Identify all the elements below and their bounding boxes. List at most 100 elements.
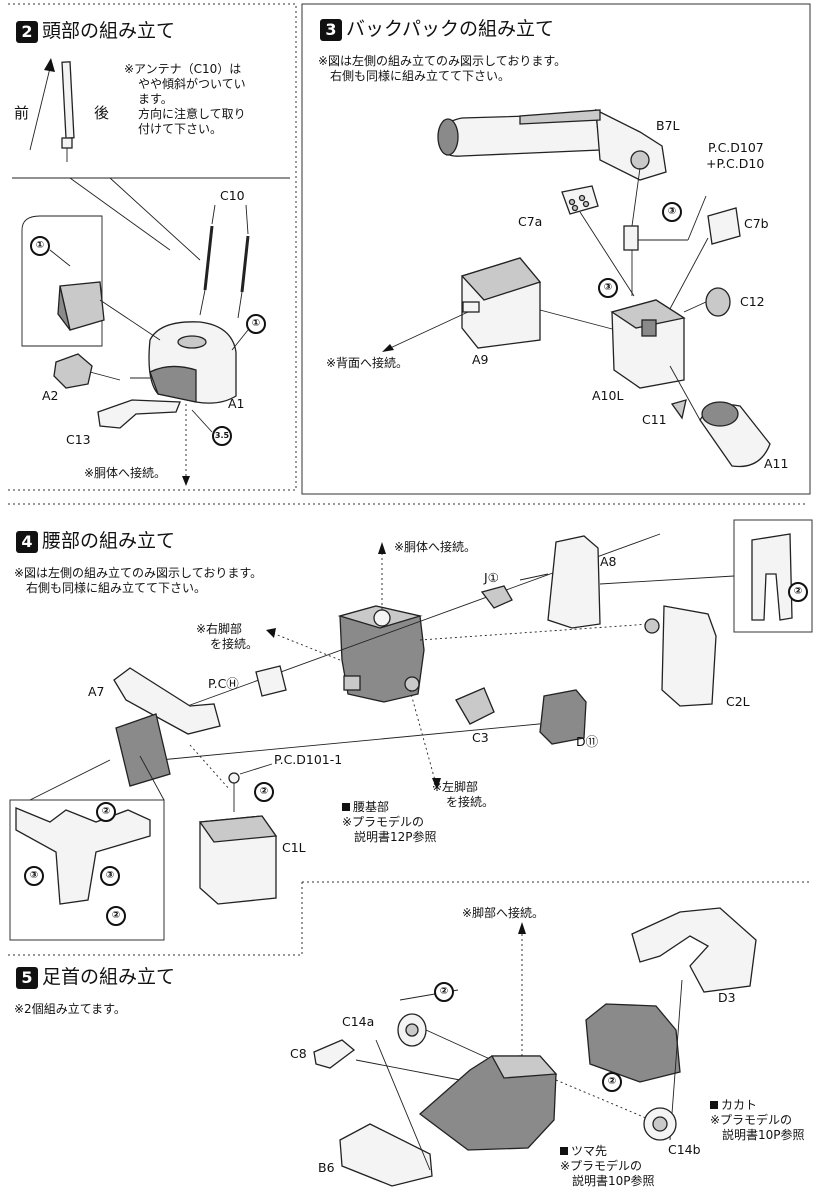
section-number-badge: 3 xyxy=(320,18,342,41)
part-label-d11: D⑪ xyxy=(576,734,599,749)
part-label-c3: C3 xyxy=(472,730,489,745)
ankle-diagram xyxy=(313,907,757,1187)
step-mark-2: ② xyxy=(96,802,116,822)
part-label-a10l: A10L xyxy=(592,388,624,403)
part-label-pcd101: P.C.D101-1 xyxy=(274,752,343,767)
section-number-badge: 2 xyxy=(16,20,38,43)
left-leg-note: ※左脚部 を接続。 xyxy=(432,780,494,810)
backpack-note-line: ※図は左側の組み立てのみ図示しております。 xyxy=(318,54,567,68)
head-note: ※アンテナ（C10）は やや傾斜がついてい ます。 方向に注意して取り 付けて下… xyxy=(124,62,246,137)
right-leg-note-line: を接続。 xyxy=(210,637,259,651)
step-mark-3-5: 3.5 xyxy=(212,426,232,446)
back-label: 後 xyxy=(94,104,110,122)
part-label-a7: A7 xyxy=(88,684,105,699)
head-diagram xyxy=(12,58,290,486)
step-mark-3: ③ xyxy=(24,866,44,886)
waist-base-name-text: 腰基部 xyxy=(353,800,390,814)
tsumasaki-ref: 説明書10P参照 xyxy=(572,1174,655,1188)
backpack-note-line: 右側も同様に組み立てて下さい。 xyxy=(330,69,511,83)
step-mark-2: ② xyxy=(602,1072,622,1092)
ankle-note: ※2個組み立てます。 xyxy=(14,1002,126,1016)
square-marker-icon xyxy=(342,803,350,811)
head-note-line: 方向に注意して取り xyxy=(138,107,246,121)
waist-inset2-frame xyxy=(9,799,165,941)
step-mark-3: ③ xyxy=(662,202,682,222)
backpack-note: ※図は左側の組み立てのみ図示しております。 右側も同様に組み立てて下さい。 xyxy=(318,54,566,84)
part-label-c1l: C1L xyxy=(282,840,306,855)
waist-base-name: 腰基部 xyxy=(342,800,437,815)
part-label-c14a: C14a xyxy=(342,1014,375,1029)
backpack-panel-frame xyxy=(301,3,811,495)
part-label-c12: C12 xyxy=(740,294,765,309)
part-label-a8: A8 xyxy=(600,554,617,569)
left-leg-note-line: を接続。 xyxy=(446,795,495,809)
kakato-name-text: カカト xyxy=(721,1098,758,1112)
waist-base-label: 腰基部 ※プラモデルの 説明書12P参照 xyxy=(342,800,437,845)
waist-note-line: 右側も同様に組み立てて下さい。 xyxy=(26,581,207,595)
section-number-badge: 4 xyxy=(16,530,38,553)
waist-title-text: 腰部の組み立て xyxy=(42,530,176,552)
step-mark-2: ② xyxy=(434,982,454,1002)
head-connect-note: ※胴体へ接続。 xyxy=(84,466,167,480)
tsumasaki-label: ツマ先 ※プラモデルの 説明書10P参照 xyxy=(560,1144,655,1189)
part-label-b6: B6 xyxy=(318,1160,335,1175)
kakato-name: カカト xyxy=(710,1098,805,1113)
part-label-c13: C13 xyxy=(66,432,91,447)
part-label-c14b: C14b xyxy=(668,1142,701,1157)
step-mark-2: ② xyxy=(106,906,126,926)
ankle-leg-note: ※脚部へ接続。 xyxy=(462,906,545,920)
part-label-j1: J① xyxy=(484,570,499,585)
waist-note-line: ※図は左側の組み立てのみ図示しております。 xyxy=(14,566,263,580)
section-number-badge: 5 xyxy=(16,966,38,989)
waist-diagram xyxy=(15,533,793,905)
front-label: 前 xyxy=(14,104,30,122)
waist-torso-note: ※胴体へ接続。 xyxy=(394,540,477,554)
part-label-c8: C8 xyxy=(290,1046,307,1061)
square-marker-icon xyxy=(710,1101,718,1109)
head-note-line: やや傾斜がついてい xyxy=(138,77,246,91)
right-leg-note: ※右脚部 を接続。 xyxy=(196,622,258,652)
tsumasaki-name: ツマ先 xyxy=(560,1144,655,1159)
step-mark-1: ① xyxy=(30,236,50,256)
part-label-c2l: C2L xyxy=(726,694,750,709)
step-mark-2: ② xyxy=(788,582,808,602)
part-label-a11: A11 xyxy=(764,456,789,471)
kakato-ref: ※プラモデルの xyxy=(710,1113,793,1127)
backpack-connect-note: ※背面へ接続。 xyxy=(326,356,409,370)
step-mark-3: ③ xyxy=(100,866,120,886)
part-label-pcd10: +P.C.D10 xyxy=(706,156,765,171)
waist-note: ※図は左側の組み立てのみ図示しております。 右側も同様に組み立てて下さい。 xyxy=(14,566,262,596)
head-title-text: 頭部の組み立て xyxy=(42,20,176,42)
head-note-line: ます。 xyxy=(138,92,173,106)
part-label-a2: A2 xyxy=(42,388,59,403)
kakato-ref: 説明書10P参照 xyxy=(722,1128,805,1142)
waist-base-ref: ※プラモデルの xyxy=(342,815,425,829)
part-label-c11: C11 xyxy=(642,412,667,427)
ankle-title-text: 足首の組み立て xyxy=(42,966,176,988)
part-label-pch: P.CⒽ xyxy=(208,676,239,691)
part-label-d3: D3 xyxy=(718,990,736,1005)
waist-inset-frame xyxy=(733,519,813,633)
part-label-a1: A1 xyxy=(228,396,245,411)
waist-base-ref: 説明書12P参照 xyxy=(354,830,437,844)
kakato-label: カカト ※プラモデルの 説明書10P参照 xyxy=(710,1098,805,1143)
part-label-c7a: C7a xyxy=(518,214,543,229)
backpack-title-text: バックパックの組み立て xyxy=(346,18,555,40)
left-leg-note-line: ※左脚部 xyxy=(432,780,479,794)
part-label-c10: C10 xyxy=(220,188,245,203)
step-mark-2: ② xyxy=(254,782,274,802)
step-mark-1: ① xyxy=(246,314,266,334)
step-mark-3: ③ xyxy=(598,278,618,298)
head-panel-frame xyxy=(8,3,297,491)
part-label-b7l: B7L xyxy=(656,118,680,133)
tsumasaki-ref: ※プラモデルの xyxy=(560,1159,643,1173)
head-note-line: 付けて下さい。 xyxy=(138,122,223,136)
part-label-a9: A9 xyxy=(472,352,489,367)
backpack-diagram xyxy=(382,108,771,468)
